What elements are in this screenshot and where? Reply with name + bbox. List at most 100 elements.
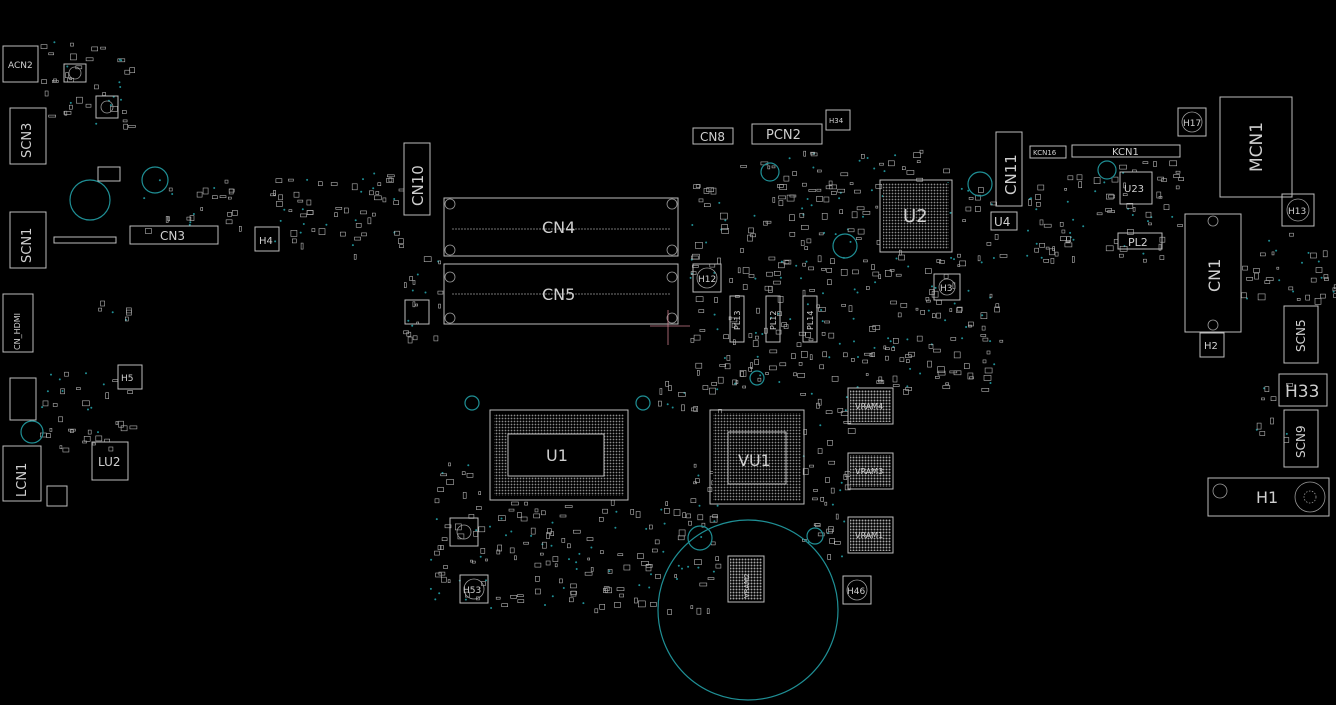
smd-part — [76, 387, 81, 390]
label-h1: H1 — [1256, 488, 1278, 507]
smd-part — [1064, 188, 1067, 191]
inductor-pl13[interactable]: PL13 — [729, 295, 745, 343]
smd-part — [68, 428, 76, 432]
smd-part — [696, 607, 702, 615]
via — [505, 534, 507, 537]
component-acn[interactable] — [97, 166, 121, 182]
component-cn5[interactable]: CN5 — [443, 263, 679, 325]
component-kcn16[interactable]: KCN16 — [1029, 145, 1067, 159]
component-u-bottom-left[interactable] — [449, 517, 479, 547]
via — [802, 213, 805, 216]
smd-part — [1256, 422, 1262, 430]
smd-part — [586, 537, 594, 541]
chip-u23[interactable]: U23 — [1097, 160, 1153, 205]
mounting-hole-h34[interactable]: H34 — [825, 109, 851, 131]
via — [819, 424, 822, 427]
smd-part — [87, 429, 92, 435]
component-small-left-bottom[interactable] — [46, 485, 68, 507]
component-lcn1[interactable]: LCN1 — [2, 445, 42, 502]
mounting-hole-h1[interactable]: H1 — [1207, 477, 1330, 517]
component-lu2[interactable]: LU2 — [91, 441, 129, 481]
smd-part — [833, 540, 841, 545]
smd-part — [373, 195, 382, 201]
component-mcn1[interactable]: MCN1 — [1219, 96, 1293, 198]
smd-part — [398, 188, 405, 192]
chip-vram1[interactable]: VRAM1 — [847, 516, 894, 554]
via — [844, 409, 847, 412]
connector-strip-left[interactable] — [53, 236, 117, 244]
label-vram3: VRAM3 — [855, 467, 883, 476]
component-u4[interactable]: U4 — [990, 211, 1018, 231]
component-cn11[interactable]: CN11 — [995, 131, 1023, 207]
chip-vram2[interactable]: VRAM2 — [727, 555, 765, 603]
via — [810, 204, 813, 207]
chip-u1[interactable]: U1 — [489, 409, 629, 501]
via — [927, 309, 930, 312]
component-small-center-left[interactable] — [404, 299, 430, 325]
smd-part — [924, 268, 932, 274]
smd-part — [1039, 243, 1045, 248]
via — [895, 257, 898, 260]
mounting-hole-h2[interactable]: H2 — [1199, 332, 1225, 358]
via — [840, 481, 843, 484]
chip-vram4[interactable]: VRAM4 — [847, 387, 894, 425]
smd-part — [276, 201, 283, 207]
component-cn10[interactable]: CN10 — [403, 142, 431, 216]
smd-part — [1257, 293, 1266, 301]
smd-part — [710, 187, 717, 195]
mounting-hole-h46[interactable]: H46 — [842, 575, 872, 605]
component-scn3[interactable]: SCN3 — [9, 107, 47, 165]
component-cn3[interactable]: CN3 — [129, 225, 219, 245]
smd-part — [789, 232, 796, 237]
mounting-hole-h17[interactable]: H17 — [1177, 107, 1207, 137]
component-cn8[interactable]: CN8 — [692, 127, 734, 145]
component-left-mid[interactable] — [9, 377, 44, 444]
inductor-pl14[interactable]: PL14 — [802, 295, 818, 343]
smd-part — [830, 191, 837, 195]
via — [697, 566, 700, 569]
smd-part — [1242, 265, 1248, 271]
component-u-small-top[interactable] — [63, 63, 87, 83]
component-block-left-top[interactable] — [95, 95, 119, 119]
inductor-pl2[interactable]: PL2 — [1117, 232, 1163, 250]
smd-part — [968, 321, 974, 327]
smd-part — [792, 171, 797, 176]
component-kcn1[interactable]: KCN1 — [1071, 144, 1181, 158]
component-pcn2[interactable]: PCN2 — [751, 123, 823, 145]
mounting-hole-h33[interactable]: H33 — [1278, 373, 1328, 407]
component-scn9[interactable]: SCN9 — [1283, 409, 1319, 468]
component-cn-hdmi[interactable]: CN_HDMI — [2, 293, 34, 353]
component-scn5[interactable]: SCN5 — [1283, 305, 1319, 364]
mounting-hole-h53[interactable]: H53 — [459, 574, 489, 604]
via — [582, 602, 585, 605]
chip-vu1[interactable]: VU1 — [709, 409, 805, 505]
via — [411, 324, 414, 327]
inductor-pl12[interactable]: PL12 — [765, 295, 781, 343]
smd-part — [1159, 255, 1165, 260]
smd-part — [330, 182, 338, 186]
smd-part — [829, 538, 836, 544]
smd-part — [748, 333, 753, 338]
label-pl2: PL2 — [1128, 236, 1148, 249]
component-scn1[interactable]: SCN1 — [9, 211, 47, 269]
mounting-hole-h13[interactable]: H13 — [1281, 193, 1315, 227]
mounting-hole-h3[interactable]: H3 — [933, 273, 961, 301]
via — [806, 303, 809, 306]
mounting-hole-h4[interactable]: H4 — [254, 226, 280, 252]
label-u23: U23 — [1124, 184, 1144, 195]
component-cn4[interactable]: CN4 — [443, 197, 679, 257]
mounting-hole-h12[interactable]: H12 — [692, 263, 722, 293]
via — [192, 213, 195, 215]
chip-vram3[interactable]: VRAM3 — [847, 452, 894, 490]
component-cn1[interactable]: CN1 — [1184, 213, 1242, 333]
smd-part — [862, 359, 869, 364]
via — [1072, 218, 1075, 221]
chip-u2[interactable]: U2 — [879, 179, 953, 253]
via — [845, 396, 848, 399]
component-acn2[interactable]: ACN2 — [2, 45, 39, 83]
label-h4: H4 — [259, 236, 273, 247]
smd-part — [800, 225, 809, 230]
smd-part — [561, 538, 566, 543]
mounting-hole-h5[interactable]: H5 — [117, 364, 143, 390]
smd-part — [818, 232, 824, 236]
